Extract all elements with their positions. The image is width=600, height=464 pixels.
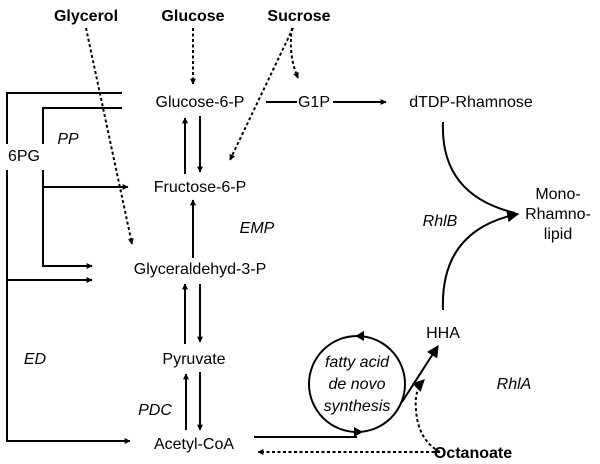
arrow-octanoate-to-hha [412,379,441,453]
arrow-glycerol-to-gap [85,27,134,245]
substrate-glucose: Glucose [161,8,224,25]
cycle-arrow-bottom [354,427,363,437]
enzyme-rhlb: RhlB [423,213,458,230]
arrow-hha-to-rhamnolipid [441,210,520,311]
product-line-3: lipid [544,226,572,243]
pathway-emp: EMP [240,220,275,237]
pathway-ed: ED [24,351,47,368]
metabolite-dtdp-rhamnose: dTDP-Rhamnose [409,94,533,111]
cycle-arrow-top [355,331,364,341]
curve-dtdp-rhamnose-to-rhamnolipid [441,121,516,214]
arrow-pp-to-gap [42,170,93,269]
metabolite-hha: HHA [426,325,460,342]
product-mono-rhamnolipid: Mono- Rhamno- lipid [525,186,591,243]
cycle-label-3: synthesis [324,398,391,415]
metabolite-6pg: 6PG [8,148,40,165]
metabolite-glyceraldehyd-3-p: Glyceraldehyd-3-P [134,261,267,278]
pathway-pp: PP [57,131,79,148]
arrow-ed-to-acetylcoa [6,170,131,444]
cycle-label-1: fatty acid [325,354,390,371]
metabolite-acetyl-coa: Acetyl-CoA [154,436,234,453]
line-ed-top [6,92,122,144]
arrow-cycle-to-hha [401,344,439,403]
arrow-sucrose-to-g1p [289,27,299,79]
pathway-pdc: PDC [138,402,172,419]
product-line-1: Mono- [535,186,580,203]
substrate-sucrose: Sucrose [267,8,330,25]
metabolite-g1p: G1P [298,94,330,111]
cycle-label-2: de novo [329,376,386,393]
substrate-glycerol: Glycerol [54,8,118,25]
metabolite-glucose-6-p: Glucose-6-P [156,94,245,111]
product-line-2: Rhamno- [525,206,591,223]
metabolite-fructose-6-p: Fructose-6-P [154,179,246,196]
arrow-sucrose-to-f6p [229,27,294,161]
enzyme-rhla: RhlA [497,376,532,393]
metabolite-pyruvate: Pyruvate [162,351,225,368]
line-pp-top [42,107,122,144]
substrate-octanoate: Octanoate [434,445,512,462]
